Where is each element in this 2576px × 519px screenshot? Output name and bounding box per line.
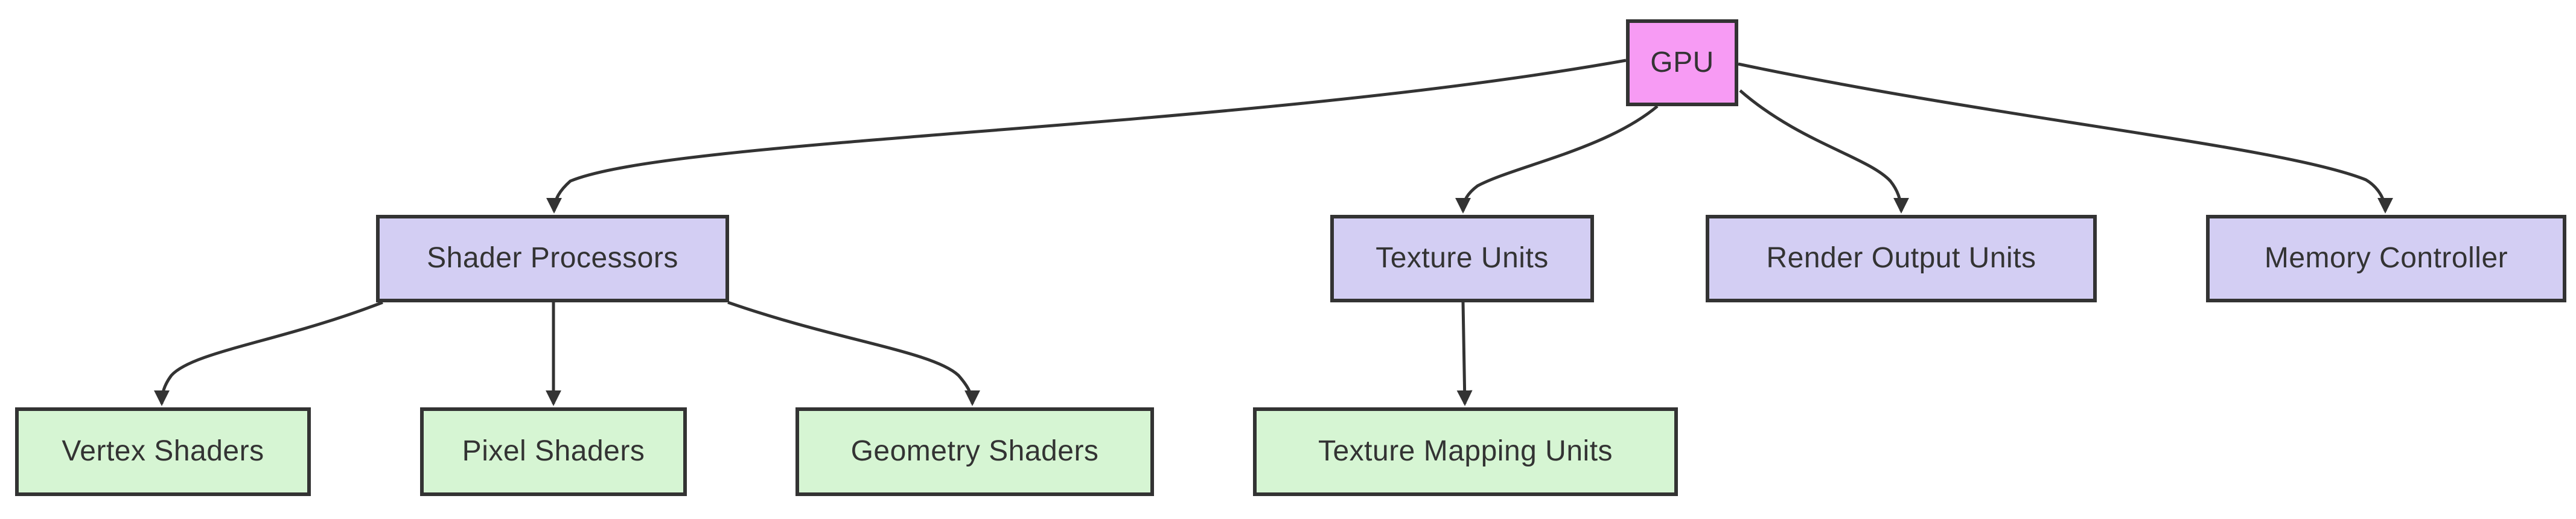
node-geometry-shaders: Geometry Shaders [795,407,1154,496]
node-shader-processors: Shader Processors [376,215,729,302]
node-vertex-shaders-label: Vertex Shaders [62,435,264,468]
node-shader-processors-label: Shader Processors [427,242,678,275]
node-geometry-shaders-label: Geometry Shaders [850,435,1099,468]
node-texture-units: Texture Units [1330,215,1594,302]
node-pixel-shaders-label: Pixel Shaders [462,435,645,468]
node-texture-units-label: Texture Units [1376,242,1549,275]
node-pixel-shaders: Pixel Shaders [420,407,687,496]
node-memory-controller-label: Memory Controller [2264,242,2508,275]
node-texture-mapping-units-label: Texture Mapping Units [1318,435,1613,468]
edge-shader-processors-vertex-shaders [154,301,383,406]
edge-gpu-shader-processors [546,59,1627,214]
edge-texture-units-texture-mapping-units [1456,302,1473,406]
node-gpu-label: GPU [1650,46,1714,78]
node-memory-controller: Memory Controller [2206,215,2566,302]
node-vertex-shaders: Vertex Shaders [15,407,311,496]
node-texture-mapping-units: Texture Mapping Units [1253,407,1678,496]
edge-gpu-render-output-units [1739,89,1909,214]
edge-shader-processors-geometry-shaders [727,301,980,406]
node-render-output-units: Render Output Units [1706,215,2097,302]
edge-gpu-memory-controller [1738,62,2393,214]
node-render-output-units-label: Render Output Units [1766,242,2036,275]
node-gpu: GPU [1626,19,1738,106]
edge-gpu-texture-units [1455,105,1659,214]
